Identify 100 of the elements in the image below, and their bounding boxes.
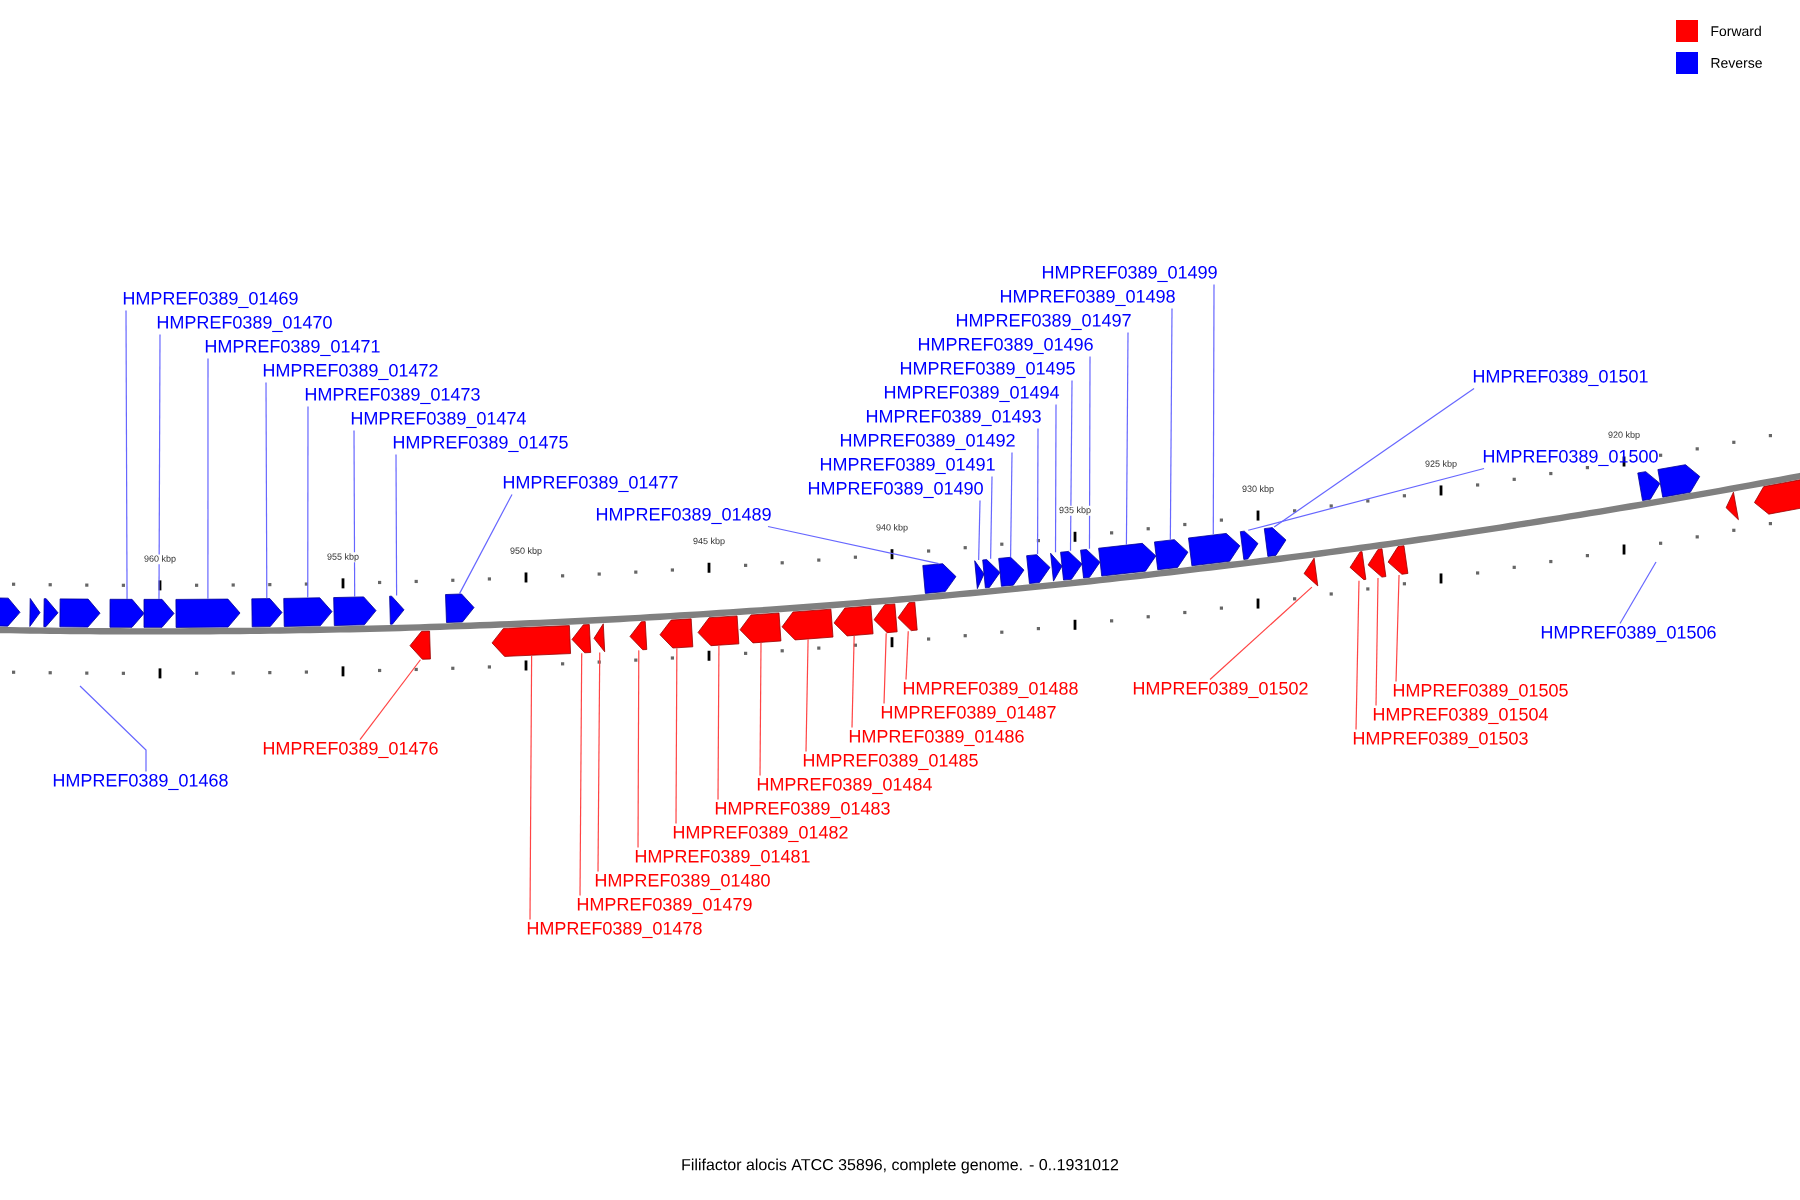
leader-line — [529, 655, 533, 921]
gene-feature — [109, 598, 145, 628]
gene-feature — [1754, 478, 1800, 515]
leader-line — [1209, 586, 1313, 681]
gene-feature — [1060, 551, 1083, 581]
leader-line — [637, 649, 640, 849]
gene-label: HMPREF0389_01472 — [263, 363, 438, 381]
gene-label: HMPREF0389_01469 — [123, 291, 298, 309]
leader-line — [675, 647, 678, 825]
gene-label: HMPREF0389_01501 — [1473, 369, 1648, 387]
gene-feature — [1303, 557, 1319, 587]
leader-line — [759, 642, 762, 777]
gene-feature — [781, 608, 834, 641]
gene-feature — [333, 596, 377, 626]
gene-label: HMPREF0389_01502 — [1133, 681, 1308, 699]
gene-feature — [1154, 539, 1189, 571]
leader-line — [883, 632, 887, 705]
gene-label: HMPREF0389_01486 — [849, 729, 1024, 747]
gene-feature — [571, 624, 592, 654]
leader-line — [125, 309, 128, 600]
leader-line — [307, 405, 309, 599]
gene-feature — [659, 618, 694, 649]
gene-label: HMPREF0389_01483 — [715, 801, 890, 819]
gene-label: HMPREF0389_01489 — [596, 507, 771, 525]
leader-line — [1355, 580, 1360, 731]
leader-line — [1069, 379, 1073, 552]
gene-feature — [739, 612, 782, 644]
gene-label: HMPREF0389_01495 — [901, 361, 1075, 379]
leader-line — [1054, 403, 1057, 553]
gene-label: HMPREF0389_01496 — [919, 337, 1093, 355]
leader-line — [579, 652, 583, 897]
gene-feature — [1050, 552, 1063, 582]
gene-label: HMPREF0389_01487 — [881, 705, 1056, 723]
gene-label: HMPREF0389_01480 — [595, 873, 770, 891]
gene-label: HMPREF0389_01470 — [157, 315, 332, 333]
gene-feature — [629, 621, 648, 651]
gene-feature — [1080, 549, 1101, 579]
gene-label: HMPREF0389_01471 — [205, 339, 380, 357]
leader-line — [207, 357, 209, 600]
leader-line — [1375, 577, 1379, 707]
gene-label: HMPREF0389_01485 — [803, 753, 978, 771]
leader-line — [1619, 561, 1657, 625]
gene-label: HMPREF0389_01481 — [635, 849, 810, 867]
caption: Filifactor alocis ATCC 35896, complete genome. - 0..1931012 — [682, 1158, 1119, 1174]
gene-label: HMPREF0389_01500 — [1483, 449, 1658, 467]
leader-line — [1088, 355, 1091, 550]
gene-label: HMPREF0389_01490 — [809, 481, 983, 499]
leader-line — [1247, 467, 1485, 531]
gene-feature — [389, 595, 405, 625]
gene-feature — [283, 597, 333, 627]
leader-line — [395, 453, 398, 597]
gene-feature — [409, 630, 431, 660]
gene-feature — [29, 598, 41, 627]
leader-line — [978, 499, 981, 561]
gene-label: HMPREF0389_01475 — [393, 435, 568, 453]
leader-line — [1169, 307, 1173, 541]
leader-line — [1010, 451, 1013, 558]
gene-feature — [251, 598, 283, 628]
leader-line — [805, 638, 809, 753]
gene-label: HMPREF0389_01473 — [305, 387, 480, 405]
gene-feature — [445, 593, 475, 623]
gene-feature — [593, 623, 606, 653]
gene-feature — [998, 556, 1025, 587]
leader-line — [1125, 331, 1129, 546]
gene-label: HMPREF0389_01498 — [1001, 289, 1175, 307]
gene-feature — [1387, 545, 1409, 575]
leader-line — [990, 475, 993, 560]
leader-line — [597, 651, 601, 873]
gene-feature — [922, 563, 957, 594]
gene-label: HMPREF0389_01503 — [1353, 731, 1528, 749]
gene-label: HMPREF0389_01474 — [351, 411, 526, 429]
leader-line — [1273, 387, 1475, 528]
leader-line — [1036, 427, 1039, 555]
leader-line — [265, 381, 268, 599]
gene-label: HMPREF0389_01492 — [841, 433, 1015, 451]
gene-feature — [1239, 530, 1259, 560]
leader-line — [458, 493, 513, 595]
leader-line — [1212, 283, 1215, 536]
gene-label: HMPREF0389_01491 — [821, 457, 995, 475]
gene-label: HMPREF0389_01468 — [53, 773, 228, 791]
gene-feature — [43, 598, 59, 628]
gene-feature — [143, 598, 175, 628]
gene-feature — [1367, 548, 1387, 578]
gene-feature — [697, 615, 740, 647]
leader-line — [79, 685, 147, 773]
gene-label: HMPREF0389_01488 — [903, 681, 1078, 699]
gene-feature — [873, 603, 898, 634]
gene-feature — [1637, 471, 1661, 501]
leader-line — [851, 635, 855, 729]
gene-feature — [1725, 491, 1739, 521]
leader-line — [158, 333, 161, 600]
leader-line — [905, 630, 909, 681]
gene-label: HMPREF0389_01482 — [673, 825, 848, 843]
leader-line — [359, 659, 422, 741]
leader-line — [1395, 574, 1400, 683]
gene-label: HMPREF0389_01497 — [957, 313, 1131, 331]
gene-label: HMPREF0389_01484 — [757, 777, 932, 795]
gene-label: HMPREF0389_01477 — [503, 475, 678, 493]
gene-feature — [0, 597, 21, 627]
gene-label: HMPREF0389_01478 — [527, 921, 702, 939]
